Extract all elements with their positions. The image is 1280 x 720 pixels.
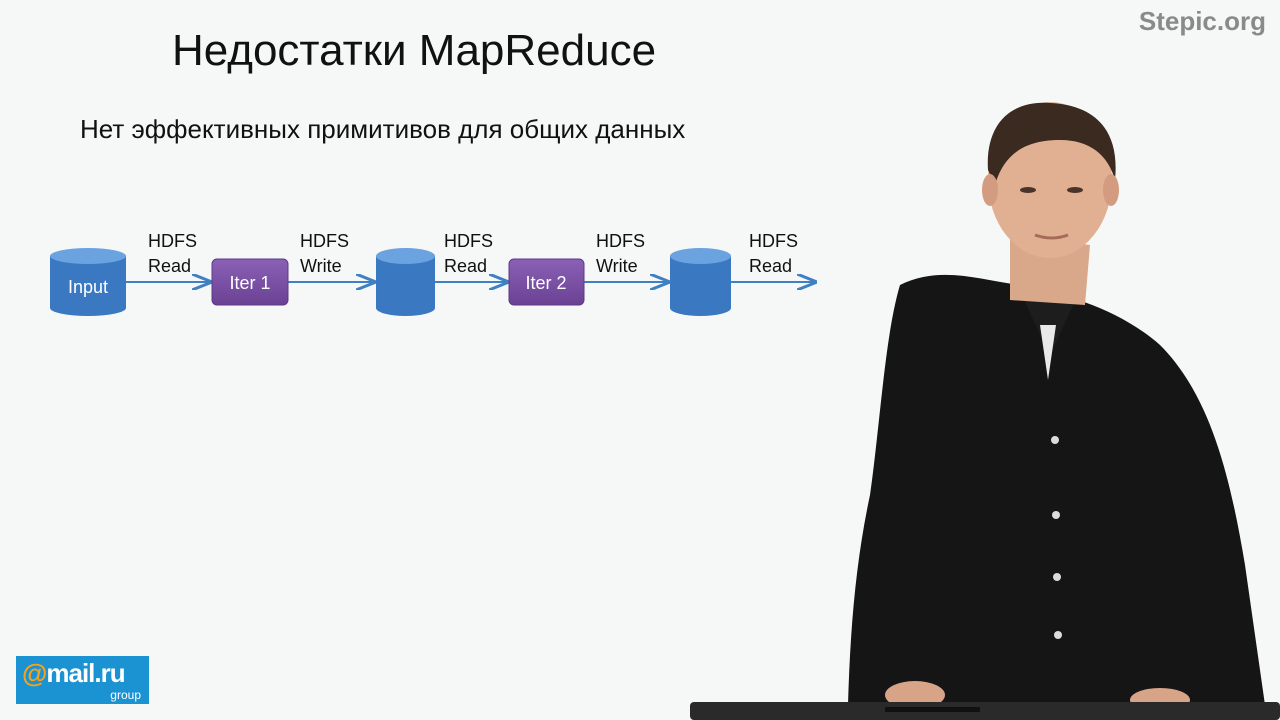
node-label: Iter 1 <box>229 273 270 293</box>
edge-label-line2: Read <box>148 256 191 276</box>
logo-main: @mail.ru <box>22 658 126 689</box>
edge-iter2-store2: HDFS Write <box>584 231 668 282</box>
edge-store1-iter2: HDFS Read <box>435 231 507 282</box>
edge-label-line2: Read <box>749 256 792 276</box>
stepic-watermark: Stepic.org <box>1138 6 1266 36</box>
edge-label-line1: HDFS <box>148 231 197 251</box>
node-storage-cylinder <box>376 248 435 316</box>
node-iter1-box: Iter 1 <box>211 258 289 306</box>
edge-label-line2: Read <box>444 256 487 276</box>
edge-input-iter1: HDFS Read <box>126 231 210 282</box>
logo-wordmark: mail.ru <box>46 658 125 688</box>
logo-at-sign: @ <box>22 658 47 688</box>
node-label: Input <box>68 277 108 297</box>
edge-iter1-store1: HDFS Write <box>288 231 374 282</box>
edge-label-line1: HDFS <box>596 231 645 251</box>
slide-subtitle: Нет эффективных примитивов для общих дан… <box>80 114 686 144</box>
edge-label-line2: Write <box>300 256 342 276</box>
slide-title: Недостатки MapReduce <box>172 26 657 75</box>
edge-label-line1: HDFS <box>749 231 798 251</box>
edge-label-line1: HDFS <box>444 231 493 251</box>
edge-store2-out: HDFS Read <box>731 231 815 282</box>
mail-ru-group-logo: @mail.ru group <box>16 656 149 704</box>
node-label: Iter 2 <box>525 273 566 293</box>
logo-subtext: group <box>110 688 141 702</box>
node-storage-cylinder <box>670 248 731 316</box>
node-input-cylinder: Input <box>50 248 126 316</box>
edge-label-line2: Write <box>596 256 638 276</box>
edge-label-line1: HDFS <box>300 231 349 251</box>
presenter-person-icon <box>690 102 1280 720</box>
mapreduce-iteration-diagram: HDFS Read HDFS Write HDFS Read HDFS Writ… <box>50 231 840 316</box>
node-iter2-box: Iter 2 <box>508 258 585 306</box>
